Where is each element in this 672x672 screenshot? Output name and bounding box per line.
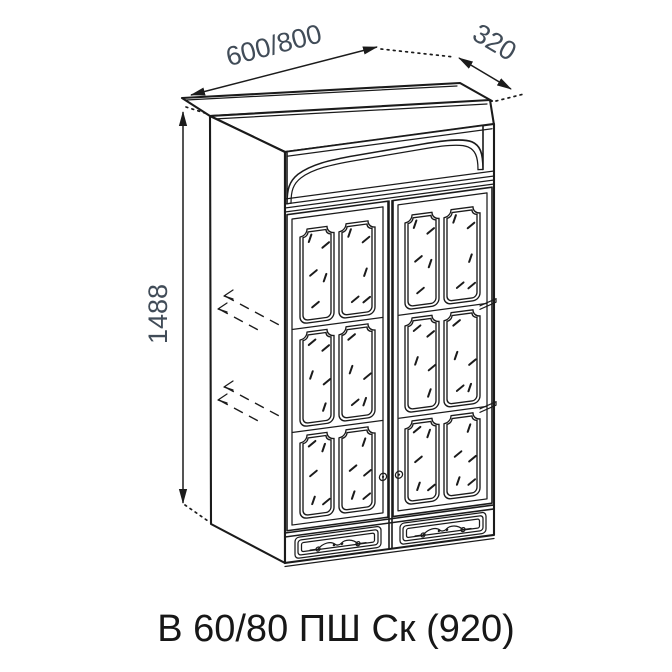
cabinet-top-slab [180, 81, 494, 118]
glass-pane [443, 206, 481, 305]
glass-pane [338, 220, 376, 319]
glass-pane [299, 225, 335, 324]
glass-pane [404, 417, 440, 505]
door-knob [378, 472, 388, 482]
drawer-left [294, 525, 382, 559]
door-knob [394, 470, 404, 479]
dimension-height: 1488 [143, 106, 209, 522]
drawer-band-edge [284, 504, 495, 538]
arched-valance [286, 124, 493, 205]
shelf-through-glass [291, 298, 497, 434]
glass-panes [299, 206, 481, 519]
carcass-front-edge [284, 179, 495, 213]
glass-pane [443, 309, 481, 408]
front-face [283, 122, 497, 568]
product-title: В 60/80 ПШ Ск (920) [157, 608, 515, 650]
center-stile [388, 199, 393, 550]
glass-pane [338, 426, 376, 514]
glass-pane [299, 328, 335, 427]
bottom-edge [284, 537, 495, 568]
left-side-panel [208, 114, 287, 565]
open-shelf-niche [284, 170, 495, 205]
glass-pane [443, 412, 481, 500]
glass-pane [404, 314, 440, 413]
glass-pane [404, 211, 440, 310]
depth-dimension-label: 320 [468, 18, 522, 67]
left-glass-door [286, 200, 389, 532]
glass-pane [299, 431, 335, 519]
hidden-shelf-lines [217, 289, 297, 426]
right-glass-door [392, 186, 493, 518]
height-dimension-label: 1488 [143, 284, 173, 344]
glass-pane [338, 323, 376, 422]
